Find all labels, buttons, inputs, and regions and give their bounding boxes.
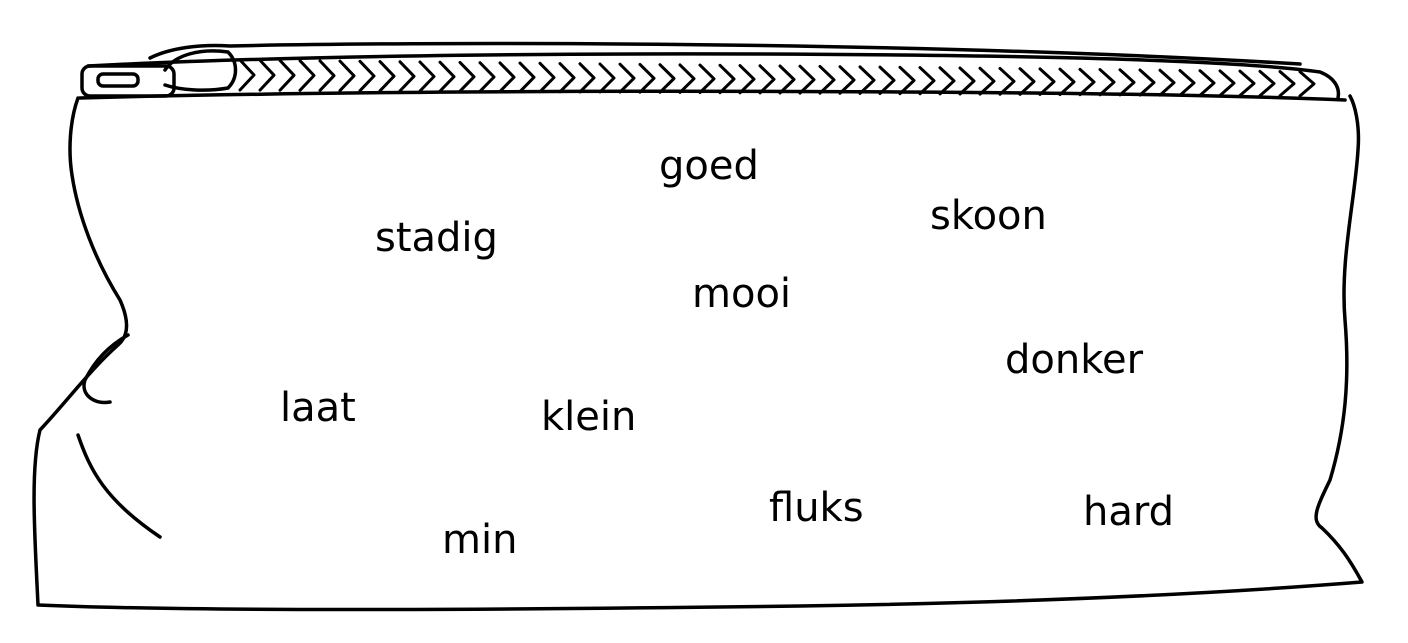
word-fluks: fluks (769, 485, 864, 531)
zipper-teeth (238, 58, 1316, 98)
pencil-case-outline (32, 94, 1364, 612)
fold-line (82, 333, 130, 405)
word-skoon: skoon (930, 193, 1047, 239)
word-donker: donker (1005, 337, 1144, 383)
zipper-top-edge (86, 52, 1341, 100)
word-stadig: stadig (375, 215, 498, 261)
zipper-bottom-edge (78, 89, 1347, 102)
zipper-pull-slot (96, 72, 140, 88)
zipper-tape (148, 41, 1302, 66)
word-goed: goed (659, 143, 759, 189)
word-hard: hard (1083, 489, 1174, 535)
zipper-pull (80, 64, 176, 98)
fold-line (76, 433, 162, 539)
word-klein: klein (541, 394, 637, 440)
word-laat: laat (280, 385, 356, 431)
word-min: min (442, 517, 518, 563)
zipper-slider (163, 49, 238, 92)
word-mooi: mooi (692, 271, 792, 317)
